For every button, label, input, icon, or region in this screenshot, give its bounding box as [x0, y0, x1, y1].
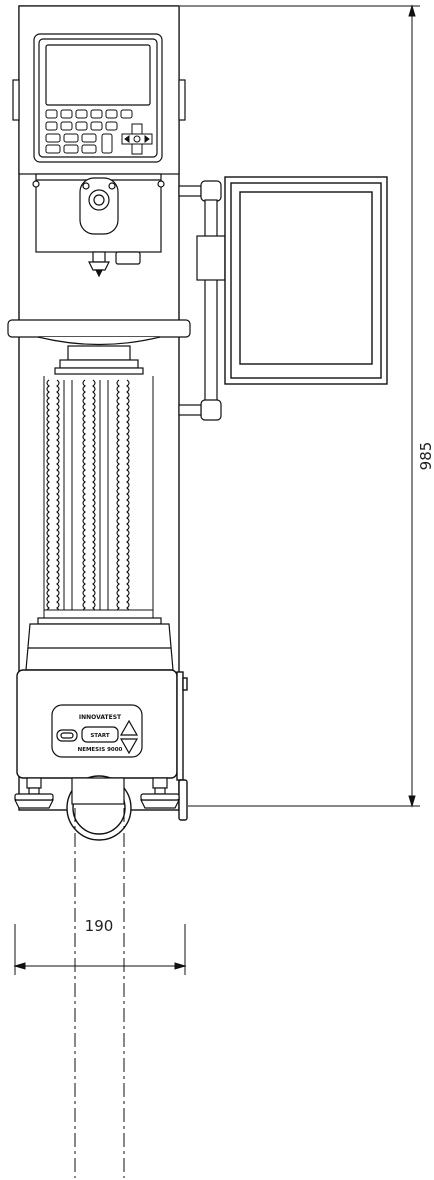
leveling-feet [14, 777, 180, 809]
monitor [224, 176, 388, 385]
start-button-label: START [90, 733, 110, 739]
width-dimension-label: 190 [85, 917, 114, 935]
start-button[interactable] [81, 726, 119, 743]
monitor-screen [239, 191, 373, 365]
width-dimension [13, 924, 187, 975]
spindle-extension-lines [74, 808, 125, 1178]
control-terminal [33, 33, 163, 163]
monitor-arm [178, 180, 226, 421]
lower-flange [25, 617, 174, 671]
anvil-table [7, 319, 191, 375]
terminal-keypad [45, 109, 133, 154]
brand-label: INNOVATEST [79, 714, 122, 721]
model-label: NEMESIS 9000 [78, 747, 123, 753]
direction-pad-icon [121, 123, 153, 155]
elevating-spindle [43, 376, 154, 619]
height-dimension [180, 4, 420, 808]
down-arrow-icon[interactable] [119, 738, 139, 755]
base-control-panel: INNOVATEST START NEMESIS 9000 [51, 704, 143, 758]
height-dimension-label: 985 [417, 442, 434, 471]
spindle-bore [71, 777, 125, 805]
indenter-housing [32, 173, 165, 278]
up-arrow-icon[interactable] [119, 719, 139, 736]
terminal-screen [45, 44, 151, 106]
